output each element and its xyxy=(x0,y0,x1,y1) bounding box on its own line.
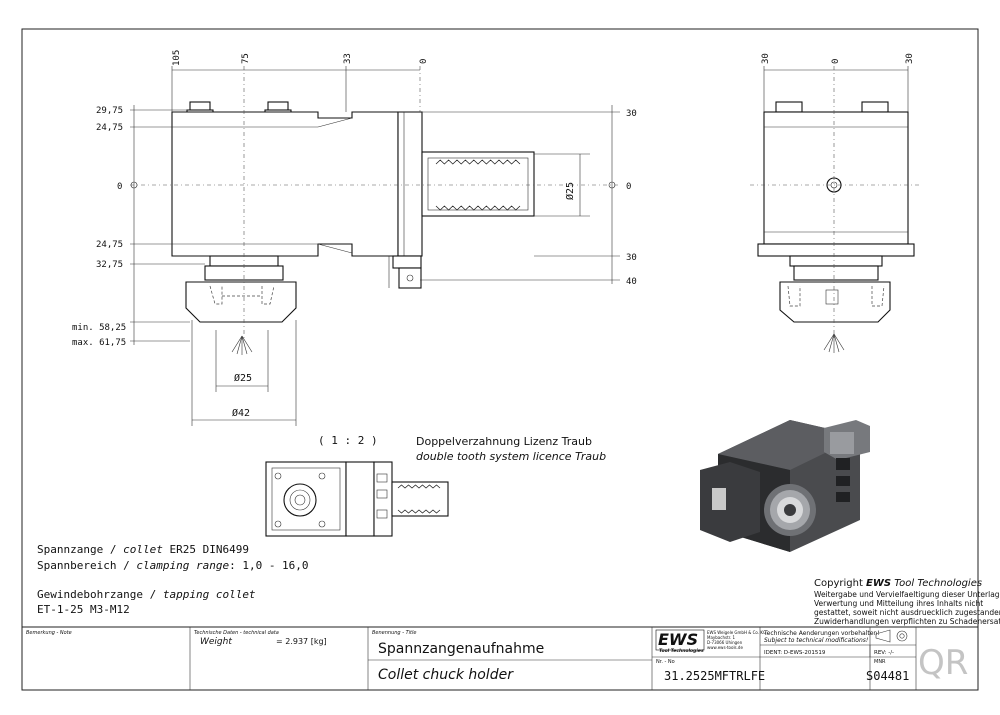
front-coolant-spray xyxy=(231,335,253,355)
serration-line xyxy=(435,205,521,211)
title-en: Collet chuck holder xyxy=(378,667,514,683)
tech-change-en: Subject to technical modifications! xyxy=(764,637,868,644)
title-block xyxy=(22,626,978,690)
tech-change-de: Technische Aenderungen vorbehalten! xyxy=(763,630,880,637)
dim-top-75: 75 xyxy=(241,53,251,64)
dim-top-105: 105 xyxy=(172,50,182,66)
shank-serrations xyxy=(435,159,521,211)
part-number: 31.2525MFTRLFE xyxy=(664,669,765,683)
dim-top-33: 33 xyxy=(343,53,353,64)
isometric-render xyxy=(700,420,870,552)
side-coolant-spray xyxy=(823,333,845,353)
spec-clamping-range: Spannbereich / clamping range: 1,0 - 16,… xyxy=(37,559,309,572)
dim-left-24-75-bottom: 24,75 xyxy=(96,240,123,250)
licence-en: double tooth system licence Traub xyxy=(416,450,606,463)
dim-left-32-75: 32,75 xyxy=(96,260,123,270)
side-collet-nut xyxy=(779,281,891,323)
side-bolt-right xyxy=(861,101,889,113)
mnr-label: MNR xyxy=(874,659,886,665)
front-flange xyxy=(397,111,423,257)
side-view xyxy=(750,66,920,353)
weight-value: = 2.937 [kg] xyxy=(276,637,327,646)
front-housing xyxy=(171,111,399,257)
front-nipple xyxy=(392,255,422,269)
front-collet-nut xyxy=(185,281,297,323)
serration-line xyxy=(435,159,521,165)
dim-max: max. 61,75 xyxy=(72,338,126,348)
company-line-3: D-73066 Uhingen xyxy=(707,640,743,645)
dim-min: min. 58,25 xyxy=(72,323,126,333)
dim-diameter-25: Ø25 xyxy=(234,372,252,384)
copyright-line-3: gestattet, soweit nicht ausdruecklich zu… xyxy=(814,608,1000,617)
sheet-frame xyxy=(21,28,979,691)
serration-line xyxy=(397,484,441,489)
projection-symbol-icon xyxy=(875,629,908,643)
ews-logo-box xyxy=(655,629,705,651)
copyright-line-2: Verwertung und Mitteilung ihres Inhalts … xyxy=(814,599,983,608)
spec-collet: Spannzange / collet ER25 DIN6499 xyxy=(37,543,249,556)
dim-top-0: 0 xyxy=(419,59,429,64)
dim-right-30-top: 30 xyxy=(626,109,637,119)
dim-shank-diameter: Ø25 xyxy=(564,182,576,200)
spec-tapping-collet: Gewindebohrzange / tapping collet xyxy=(37,588,256,601)
dim-right-0: 0 xyxy=(626,182,631,192)
front-view xyxy=(130,66,620,426)
dim-side-30-right: 30 xyxy=(905,53,915,64)
spec-tapping-value: ET-1-25 M3-M12 xyxy=(37,603,130,616)
front-shank xyxy=(421,151,535,217)
dim-left-29-75: 29,75 xyxy=(96,106,123,116)
ews-logo: EWS xyxy=(658,630,698,649)
copyright-line-4: Zuwiderhandlungen verpflichten zu Schade… xyxy=(814,617,1000,626)
serration-line xyxy=(397,509,441,514)
company-line-1: EWS Weigele GmbH & Co. KG xyxy=(707,630,766,635)
dim-side-30-left: 30 xyxy=(761,53,771,64)
mnr: S04481 xyxy=(866,669,909,683)
ident: IDENT: D-EWS-201519 xyxy=(764,650,826,656)
top-shank-serrations xyxy=(397,484,441,514)
dim-left-24-75-top: 24,75 xyxy=(96,123,123,133)
remark-label: Bemerkung - Note xyxy=(26,630,72,636)
title-label: Benennung - Title xyxy=(372,630,416,636)
dim-right-30-bottom: 30 xyxy=(626,253,637,263)
dim-diameter-42: Ø42 xyxy=(232,407,250,419)
title-de: Spannzangenaufnahme xyxy=(378,641,544,657)
side-bolt-left xyxy=(775,101,803,113)
copyright-title: Copyright EWS Tool Technologies xyxy=(814,578,982,589)
copyright-line-1: Weitergabe und Vervielfaeltigung dieser … xyxy=(814,590,1000,599)
rev: REV: -/- xyxy=(874,650,894,656)
dim-left-0: 0 xyxy=(117,182,122,192)
licence-de: Doppelverzahnung Lizenz Traub xyxy=(416,435,592,448)
top-view xyxy=(265,461,449,537)
ews-logo-sub: Tool Technologies xyxy=(659,648,704,654)
qr-placeholder: QR xyxy=(918,643,968,683)
company-line-2: Maybachstr. 1 xyxy=(707,635,735,640)
techdata-label: Technische Daten - technical data xyxy=(194,630,279,636)
weight-label: Weight xyxy=(200,637,232,647)
scale-label: ( 1 : 2 ) xyxy=(318,434,378,447)
company-line-4: www.ews-tools.de xyxy=(707,645,743,650)
dim-right-40: 40 xyxy=(626,277,637,287)
side-base xyxy=(757,243,915,257)
number-label: Nr. - No xyxy=(656,659,675,665)
dim-side-0: 0 xyxy=(831,59,841,64)
top-flange xyxy=(345,461,375,537)
